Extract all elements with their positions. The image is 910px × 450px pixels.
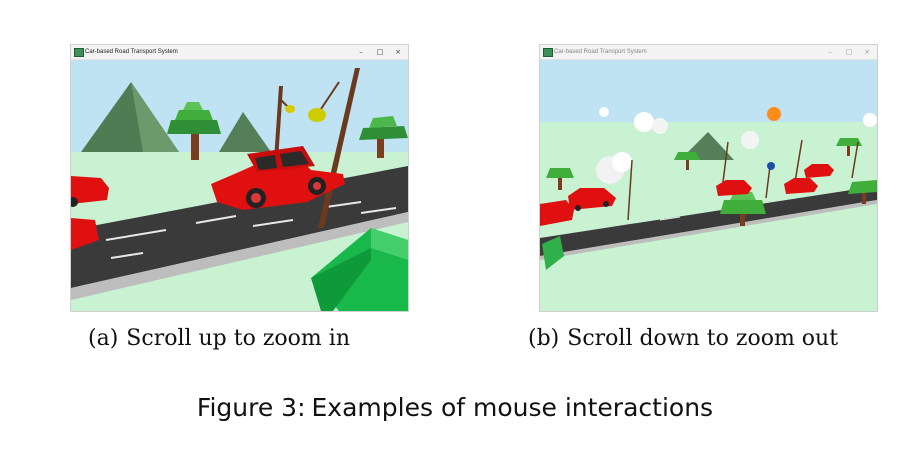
car-hub [313,182,321,190]
road [71,166,408,288]
road-curb [540,200,877,260]
app-icon [543,48,553,57]
cloud [599,107,609,117]
tree-trunk [558,176,562,190]
tree-top [546,168,574,178]
car [71,176,109,204]
app-icon [74,48,84,57]
car-wheel [603,201,609,207]
cloud [634,112,654,132]
lamp-pole [851,141,859,179]
lane-mark [110,252,144,259]
lamp-arm [318,81,340,113]
tree-top [369,116,397,128]
tree-top [175,110,213,120]
car [784,178,818,194]
figure-caption-text: Examples of mouse interactions [311,393,714,422]
car [804,164,834,178]
scene-viewport-zoomed-out[interactable] [540,60,877,311]
tree-trunk [740,210,745,226]
car [716,180,752,196]
maximize-button[interactable]: □ [376,48,384,56]
car-wheel [575,205,581,211]
cloud [612,152,632,172]
car-hub [251,193,261,203]
window-title: Car-based Road Transport System [554,49,647,55]
tree-top [720,200,766,214]
sun [767,107,781,121]
window-title: Car-based Road Transport System [85,49,178,55]
subfigure-caption-text: Scroll down to zoom out [567,326,839,351]
cloud [741,131,759,149]
lamp [308,108,326,122]
subfigure-label: (a) [88,326,119,351]
close-button[interactable]: × [395,48,401,56]
close-button[interactable]: × [864,48,870,56]
window-zoomed-out: Car-based Road Transport System – □ × [539,44,878,312]
subfigure-caption-a: (a) Scroll up to zoom in [88,326,350,351]
window-zoomed-in: Car-based Road Transport System – □ × [70,44,409,312]
tree-top [359,126,408,140]
minimize-button[interactable]: – [359,48,363,56]
lane-mark [105,229,167,241]
lane-mark [195,215,237,224]
car-window [280,151,309,167]
figure-number: Figure 3: [196,393,306,422]
tree-top [836,138,862,146]
lamp [285,105,295,113]
road-sign [767,162,775,170]
lane-mark [659,216,681,221]
lane-mark [325,201,362,208]
car [540,200,574,226]
subfigure-caption-b: (b) Scroll down to zoom out [528,326,838,351]
window-titlebar[interactable]: Car-based Road Transport System – □ × [71,45,408,60]
tree-top [167,120,221,134]
tree-trunk [377,138,384,158]
tree-top [674,152,700,160]
tree-trunk [862,190,866,204]
foreground-bush-shade [311,248,371,311]
road-curb [71,212,408,300]
maximize-button[interactable]: □ [845,48,853,56]
figure-caption: Figure 3:Examples of mouse interactions [0,393,910,422]
foreground-bush [542,236,564,270]
car-wheel [71,197,78,207]
lane-mark [252,219,294,227]
tree-top [183,102,203,110]
minimize-button[interactable]: – [828,48,832,56]
foreground-bush-top [371,228,408,260]
window-titlebar[interactable]: Car-based Road Transport System – □ × [540,45,877,60]
subfigure-label: (b) [528,326,560,351]
car-body [211,158,345,210]
scene-viewport-zoomed-in[interactable] [71,60,408,311]
tree-top [848,180,877,194]
car-window [255,155,277,170]
mountain-shade [131,82,179,152]
road [540,186,877,256]
car [71,218,99,250]
lane-mark [360,207,397,214]
mountain [219,112,271,152]
cloud [652,118,668,134]
tree-trunk [847,142,850,156]
subfigure-caption-text: Scroll up to zoom in [126,326,350,351]
lamp-pole [627,159,633,221]
tree-trunk [191,130,199,160]
sign-pole [765,165,771,199]
sky [540,60,877,122]
cloud [863,113,877,127]
tree-trunk [686,158,689,170]
